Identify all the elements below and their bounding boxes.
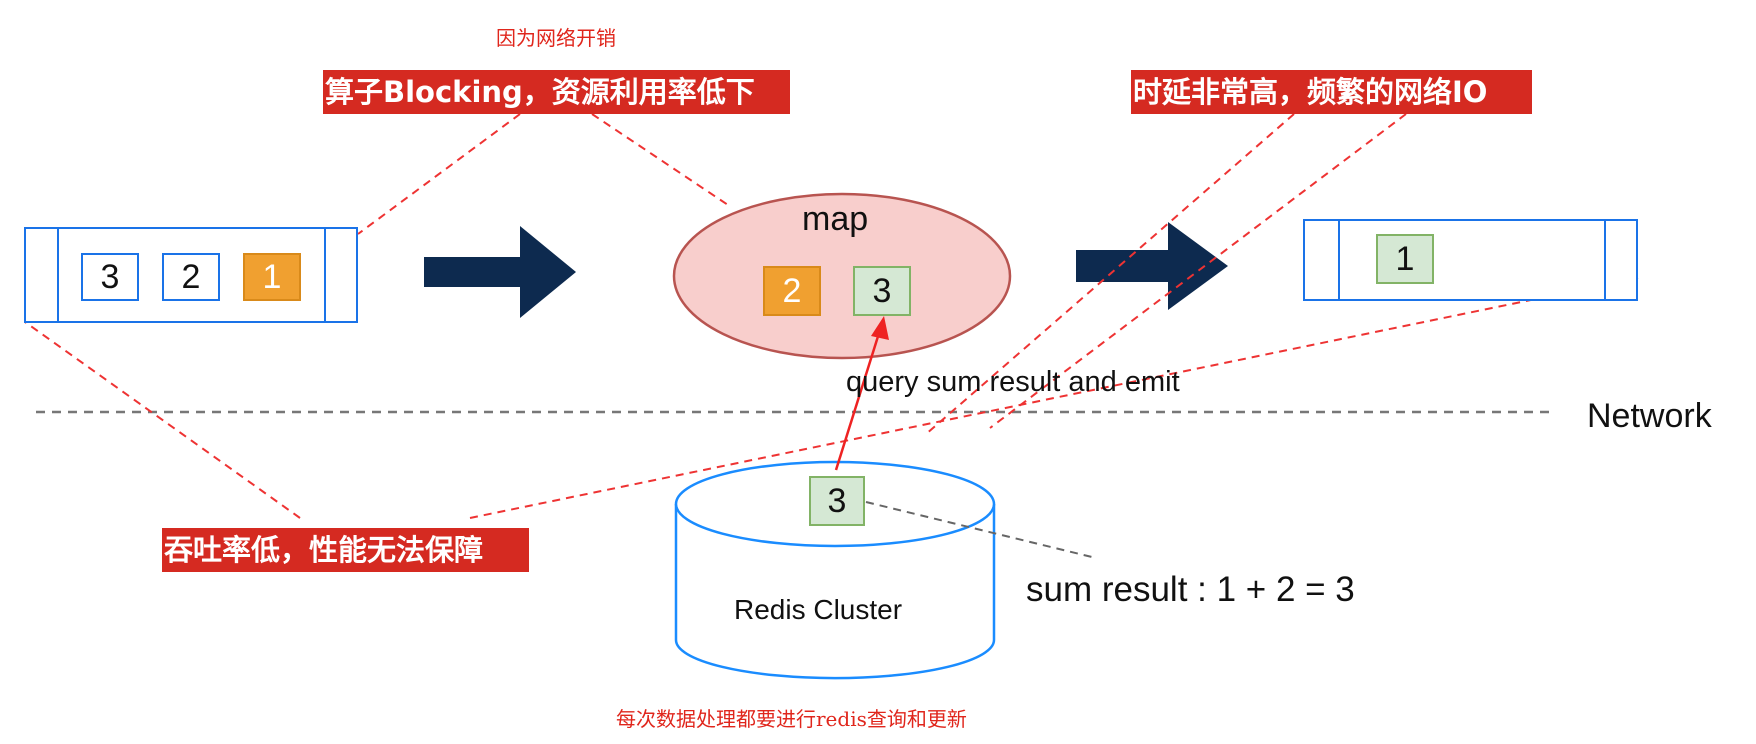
- callout-line-blocking-to-queue: [357, 113, 521, 235]
- output-queue-item: 1: [1376, 234, 1434, 284]
- redis-cluster-cylinder: [674, 460, 996, 680]
- redis-stored-item: 3: [809, 476, 865, 526]
- callout-lines: [24, 113, 1639, 519]
- input-queue-item: 2: [162, 253, 220, 301]
- query-arrow: [834, 316, 889, 471]
- map-buffered-item: 2: [763, 266, 821, 316]
- sum-result-label: sum result : 1 + 2 = 3: [1026, 570, 1355, 609]
- output-queue-left-divider: [1338, 221, 1340, 299]
- banner-high-latency: 时延非常高，频繁的网络IO: [1131, 70, 1532, 114]
- callout-line-throughput-to-output: [469, 277, 1639, 519]
- callout-line-throughput-to-input: [24, 321, 301, 519]
- flow-arrow-map-to-output: [1076, 222, 1228, 310]
- map-operator-ellipse: [672, 192, 1012, 360]
- input-queue-item: 1: [243, 253, 301, 301]
- input-queue-item: 3: [81, 253, 139, 301]
- map-buffered-item: 3: [853, 266, 911, 316]
- network-overhead-caption: 因为网络开销: [496, 26, 616, 50]
- output-queue-right-divider: [1604, 221, 1606, 299]
- query-emit-label: query sum result and emit: [846, 366, 1180, 398]
- redis-per-record-caption: 每次数据处理都要进行redis查询和更新: [616, 707, 967, 731]
- network-label: Network: [1587, 397, 1712, 435]
- input-queue: [24, 227, 358, 323]
- banner-operator-blocking: 算子Blocking，资源利用率低下: [323, 70, 790, 114]
- sum-result-connector: [865, 501, 1097, 559]
- banner-low-throughput: 吞吐率低，性能无法保障: [162, 528, 529, 572]
- input-queue-right-divider: [324, 229, 326, 321]
- output-queue: [1303, 219, 1638, 301]
- map-operator-label: map: [802, 200, 869, 238]
- flow-arrow-input-to-map: [424, 226, 576, 318]
- redis-cluster-label: Redis Cluster: [734, 594, 903, 625]
- callout-line-blocking-to-map: [591, 113, 729, 206]
- callout-line-latency-to-map: [924, 113, 1295, 436]
- callout-line-latency-to-output: [989, 113, 1407, 429]
- input-queue-left-divider: [57, 229, 59, 321]
